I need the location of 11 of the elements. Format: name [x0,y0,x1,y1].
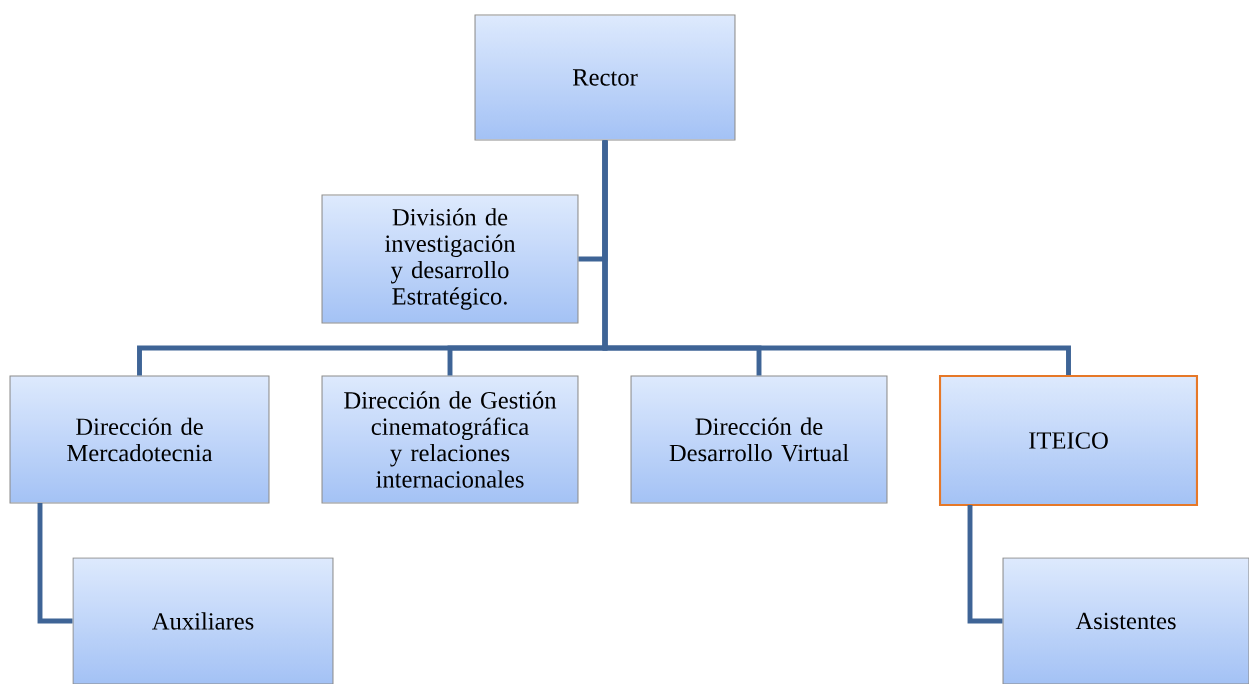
org-box: Dirección de Mercadotecnia [9,375,270,504]
connector-line [967,505,1003,624]
org-box: Auxiliares [72,557,334,684]
org-box: ITEICO [938,374,1199,507]
org-box: Dirección de Gestión cinematográfica y relaciones internacionales [321,375,579,504]
connector-line [37,503,73,624]
org-box: Asistentes [1002,557,1249,684]
org-box: Rector [474,14,736,141]
org-box: Dirección de Desarrollo Virtual [630,375,888,504]
org-box: División de investigación y desarrollo Estratégico. [321,194,579,324]
connector-line [602,140,1071,375]
